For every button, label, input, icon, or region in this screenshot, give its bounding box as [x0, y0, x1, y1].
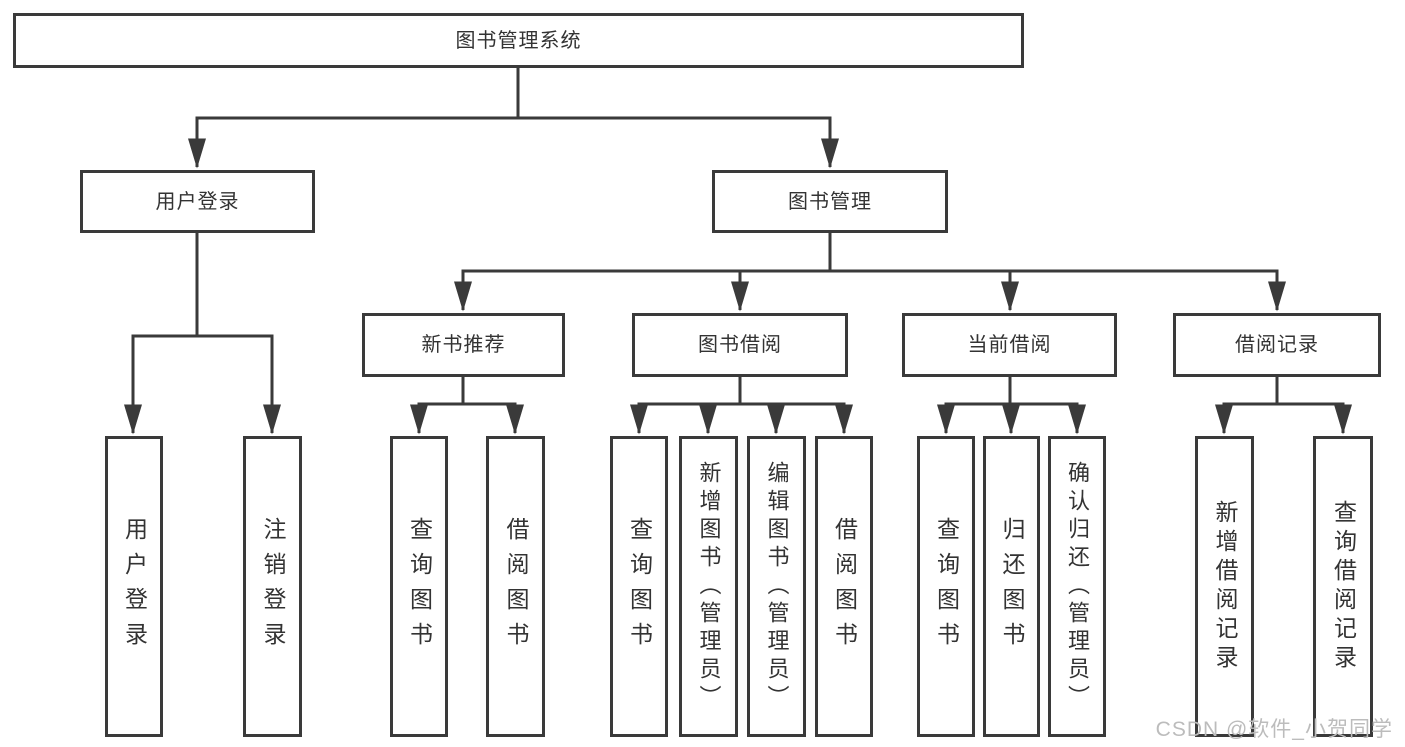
node-label: 当前借阅: [967, 334, 1052, 356]
node-borrow-records: 借阅记录: [1173, 313, 1381, 377]
leaf-label: 借阅图书: [503, 516, 529, 657]
node-label: 借阅记录: [1235, 334, 1319, 356]
node-new-book-recommend: 新书推荐: [362, 313, 565, 377]
node-book-management: 图书管理: [712, 170, 948, 233]
leaf-label: 查询图书: [933, 516, 960, 657]
leaf-label: 归还图书: [999, 516, 1025, 657]
leaf-label: 查询借阅记录: [1330, 499, 1357, 674]
leaf-label: 注销登录: [260, 516, 286, 657]
leaf-add-borrow-record: 新增借阅记录: [1195, 436, 1254, 737]
leaf-borrow-books: 借阅图书: [815, 436, 873, 737]
leaf-confirm-return-admin: 确认归还（管理员）: [1048, 436, 1106, 737]
node-label: 图书借阅: [698, 334, 782, 356]
leaf-return-books: 归还图书: [983, 436, 1040, 737]
node-user-login: 用户登录: [80, 170, 315, 233]
leaf-label: 用户登录: [121, 516, 148, 657]
leaf-label: 确认归还（管理员）: [1065, 460, 1090, 713]
node-current-borrow: 当前借阅: [902, 313, 1117, 377]
leaf-label: 新增借阅记录: [1212, 499, 1238, 674]
node-library-management-system: 图书管理系统: [13, 13, 1024, 68]
node-book-borrow: 图书借阅: [632, 313, 848, 377]
leaf-label: 新增图书（管理员）: [696, 460, 722, 713]
leaf-label: 借阅图书: [831, 516, 858, 657]
csdn-watermark: CSDN @软件_小贺同学: [1155, 718, 1393, 741]
node-label: 新书推荐: [421, 334, 506, 356]
node-label: 图书管理系统: [455, 29, 582, 52]
leaf-edit-book-admin: 编辑图书（管理员）: [747, 436, 806, 737]
leaf-query-books: 查询图书: [917, 436, 975, 737]
leaf-label: 查询图书: [406, 516, 433, 657]
leaf-borrow-books: 借阅图书: [486, 436, 545, 737]
leaf-query-books: 查询图书: [610, 436, 668, 737]
leaf-query-books: 查询图书: [390, 436, 448, 737]
leaf-add-book-admin: 新增图书（管理员）: [679, 436, 738, 737]
leaf-query-borrow-record: 查询借阅记录: [1313, 436, 1373, 737]
node-label: 用户登录: [155, 190, 240, 213]
leaf-logout: 注销登录: [243, 436, 302, 737]
leaf-user-login: 用户登录: [105, 436, 163, 737]
leaf-label: 查询图书: [626, 516, 653, 657]
node-label: 图书管理: [788, 190, 872, 213]
leaf-label: 编辑图书（管理员）: [764, 460, 790, 713]
